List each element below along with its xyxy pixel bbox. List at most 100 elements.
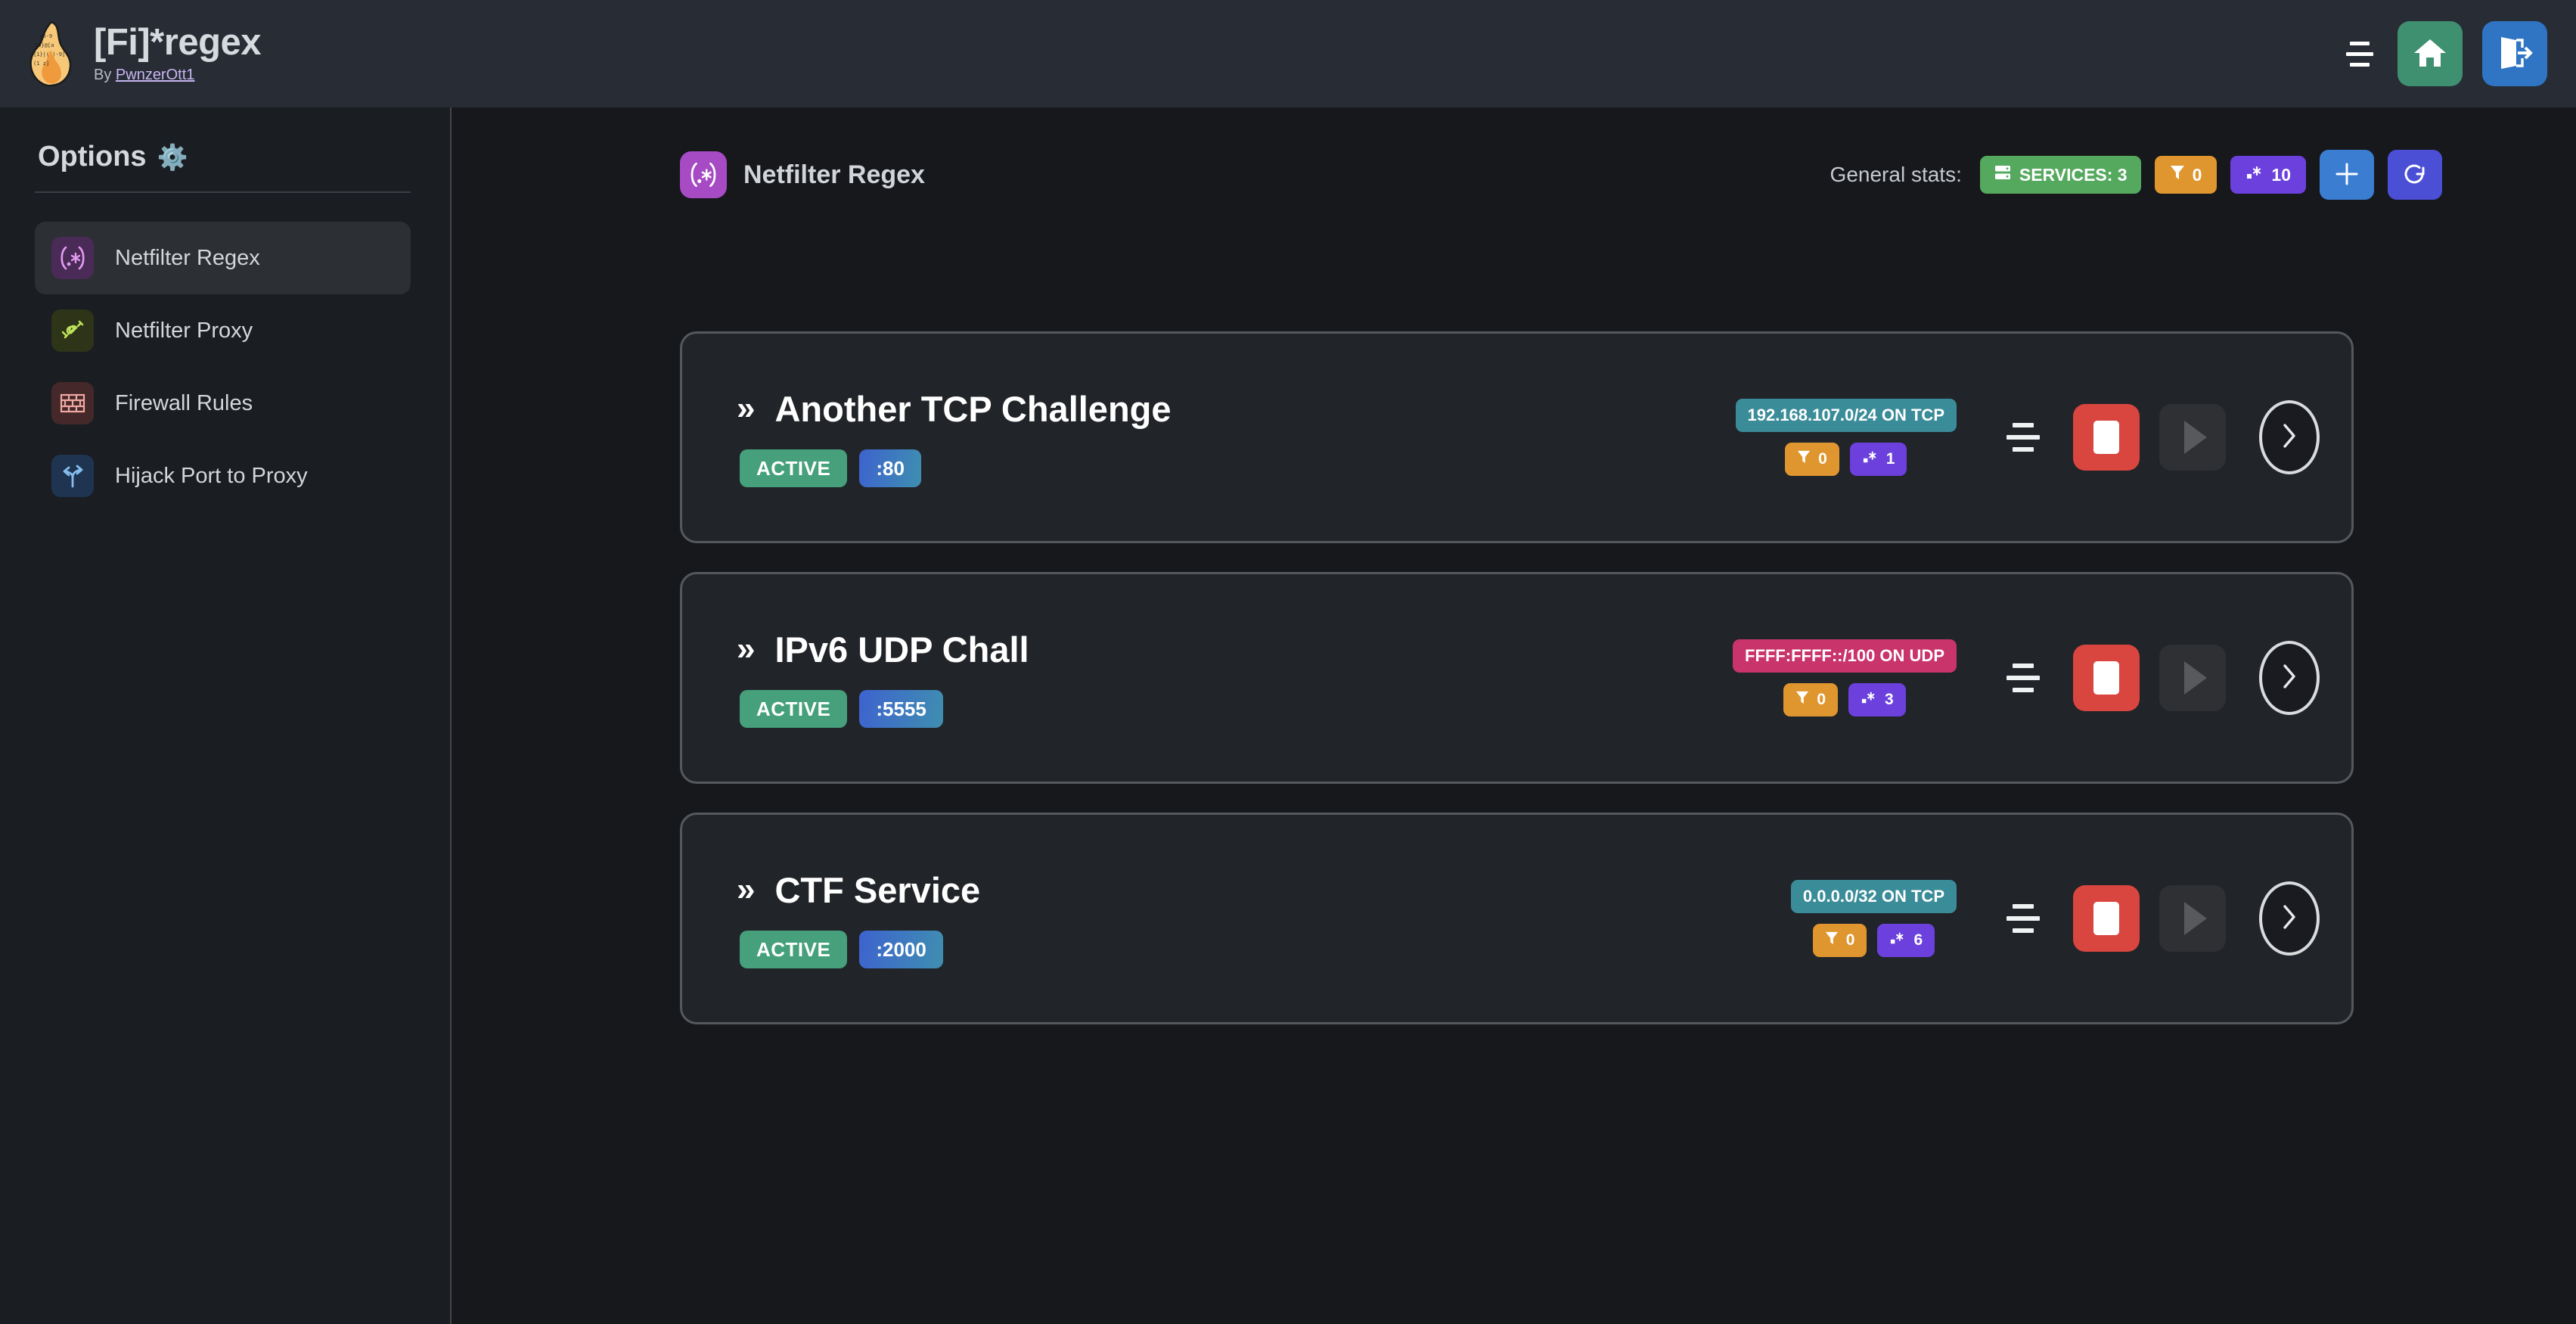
drag-handle-icon[interactable] bbox=[2002, 654, 2044, 701]
app-header: -z0-9 20}@[a {1}|( )-9] (1 z] [Fi]*regex… bbox=[0, 0, 2576, 107]
stop-icon bbox=[2093, 421, 2119, 454]
add-service-button[interactable] bbox=[2320, 150, 2374, 200]
service-controls: FFFF:FFFF::/100 ON UDP 0 bbox=[1733, 639, 2320, 716]
status-badge-filters: 0 bbox=[1785, 443, 1839, 476]
sidebar: Options ⚙️ Netfilter Regex bbox=[0, 107, 452, 1324]
play-icon bbox=[2184, 421, 2207, 454]
sidebar-item-label: Hijack Port to Proxy bbox=[115, 463, 308, 488]
sidebar-divider bbox=[35, 191, 411, 193]
network-counters: 0 6 bbox=[1812, 924, 1935, 957]
service-card[interactable]: » Another TCP Challenge ACTIVE :80 192.1… bbox=[680, 331, 2354, 543]
network-counters: 0 1 bbox=[1785, 443, 1907, 476]
sidebar-item-firewall-rules[interactable]: Firewall Rules bbox=[35, 367, 411, 440]
author-link[interactable]: PwnzerOtt1 bbox=[115, 67, 195, 84]
network-badge: FFFF:FFFF::/100 ON UDP bbox=[1733, 639, 1957, 673]
flame-regex-logo-icon: -z0-9 20}@[a {1}|( )-9] (1 z] bbox=[26, 21, 74, 86]
status-badge-filters: 0 bbox=[2154, 156, 2218, 194]
service-name: Another TCP Challenge bbox=[774, 388, 1172, 429]
brand-text: [Fi]*regex By PwnzerOtt1 bbox=[94, 21, 262, 84]
play-button bbox=[2159, 404, 2226, 471]
stop-button[interactable] bbox=[2073, 885, 2140, 952]
chevron-double-right-icon: » bbox=[737, 871, 756, 908]
stop-icon bbox=[2093, 661, 2119, 695]
hamburger-menu-icon[interactable] bbox=[2342, 38, 2378, 70]
regex-icon bbox=[680, 151, 727, 198]
service-info: » IPv6 UDP Chall ACTIVE :5555 bbox=[737, 629, 1029, 728]
port-badge: :80 bbox=[859, 449, 921, 487]
filter-icon bbox=[1797, 449, 1811, 469]
brand: -z0-9 20}@[a {1}|( )-9] (1 z] [Fi]*regex… bbox=[26, 21, 262, 86]
sidebar-item-hijack-port-to-proxy[interactable]: Hijack Port to Proxy bbox=[35, 440, 411, 512]
network-info: FFFF:FFFF::/100 ON UDP 0 bbox=[1733, 639, 1957, 716]
expand-service-button[interactable] bbox=[2259, 881, 2320, 956]
filter-count: 0 bbox=[1818, 450, 1827, 468]
service-name: CTF Service bbox=[774, 869, 981, 910]
status-badge-regexes: 6 bbox=[1877, 924, 1935, 957]
drag-handle-icon[interactable] bbox=[2002, 414, 2044, 461]
service-controls: 0.0.0.0/32 ON TCP 0 bbox=[1790, 880, 2320, 957]
header-actions bbox=[2342, 21, 2547, 86]
chevron-right-icon bbox=[2280, 661, 2299, 695]
refresh-button[interactable] bbox=[2388, 150, 2442, 200]
port-badge: :5555 bbox=[859, 689, 943, 728]
sidebar-item-label: Netfilter Proxy bbox=[115, 318, 253, 343]
service-card[interactable]: » IPv6 UDP Chall ACTIVE :5555 FFFF:FFFF:… bbox=[680, 572, 2354, 784]
service-name-row: » CTF Service bbox=[737, 869, 980, 911]
svg-text:(1 z]: (1 z] bbox=[33, 61, 49, 67]
regex-dot-star-icon bbox=[2245, 164, 2264, 185]
page-title: Netfilter Regex bbox=[743, 160, 925, 189]
sidebar-heading-label: Options bbox=[38, 141, 147, 172]
service-badges: ACTIVE :5555 bbox=[737, 689, 1029, 728]
chevron-double-right-icon: » bbox=[737, 390, 756, 427]
regex-dot-star-icon bbox=[1889, 931, 1906, 950]
status-badge: ACTIVE bbox=[740, 449, 848, 487]
page-title-wrap: Netfilter Regex bbox=[680, 151, 925, 198]
expand-service-button[interactable] bbox=[2259, 400, 2320, 474]
app-title: [Fi]*regex bbox=[94, 21, 262, 63]
service-card[interactable]: » CTF Service ACTIVE :2000 0.0.0.0/32 ON… bbox=[680, 813, 2354, 1024]
services-count-label: SERVICES: 3 bbox=[2019, 164, 2128, 185]
chevron-right-icon bbox=[2280, 902, 2299, 936]
play-button bbox=[2159, 645, 2226, 711]
stop-button[interactable] bbox=[2073, 404, 2140, 471]
status-badge-filters: 0 bbox=[1812, 924, 1867, 957]
filter-count: 0 bbox=[1817, 691, 1826, 708]
network-badge: 0.0.0.0/32 ON TCP bbox=[1790, 880, 1957, 913]
main-topbar: Netfilter Regex General stats: SERVICES:… bbox=[680, 150, 2442, 200]
app-author-line: By PwnzerOtt1 bbox=[94, 67, 261, 84]
brick-wall-icon bbox=[51, 382, 94, 424]
filter-icon bbox=[1795, 690, 1809, 710]
by-prefix: By bbox=[94, 67, 116, 84]
stop-button[interactable] bbox=[2073, 645, 2140, 711]
service-badges: ACTIVE :2000 bbox=[737, 930, 980, 968]
refresh-icon bbox=[2402, 161, 2428, 189]
sidebar-nav: Netfilter Regex Netfilter Proxy bbox=[35, 222, 411, 512]
chevron-double-right-icon: » bbox=[737, 630, 756, 667]
service-badges: ACTIVE :80 bbox=[737, 449, 1172, 487]
svg-text:-z0-9: -z0-9 bbox=[36, 33, 52, 39]
network-info: 0.0.0.0/32 ON TCP 0 bbox=[1790, 880, 1957, 957]
port-badge: :2000 bbox=[859, 930, 943, 968]
expand-service-button[interactable] bbox=[2259, 641, 2320, 715]
plug-connect-icon bbox=[51, 309, 94, 352]
stop-icon bbox=[2093, 902, 2119, 935]
server-icon bbox=[1994, 164, 2012, 185]
status-badge-regexes: 1 bbox=[1849, 443, 1907, 476]
home-button[interactable] bbox=[2398, 21, 2463, 86]
svg-text:{1}|( )-9]: {1}|( )-9] bbox=[33, 51, 65, 57]
network-counters: 0 3 bbox=[1783, 683, 1906, 716]
sidebar-item-label: Firewall Rules bbox=[115, 390, 253, 415]
status-badge: ACTIVE bbox=[740, 689, 848, 728]
filter-count: 0 bbox=[1845, 931, 1855, 949]
service-list: » Another TCP Challenge ACTIVE :80 192.1… bbox=[680, 331, 2354, 1024]
main-content: Netfilter Regex General stats: SERVICES:… bbox=[453, 107, 2576, 1324]
sidebar-item-netfilter-proxy[interactable]: Netfilter Proxy bbox=[35, 294, 411, 367]
service-info: » Another TCP Challenge ACTIVE :80 bbox=[737, 388, 1172, 487]
logout-button[interactable] bbox=[2482, 21, 2547, 86]
drag-handle-icon[interactable] bbox=[2002, 895, 2044, 942]
service-name-row: » IPv6 UDP Chall bbox=[737, 629, 1029, 670]
status-badge-services: SERVICES: 3 bbox=[1979, 156, 2141, 194]
regex-dot-star-icon bbox=[1861, 690, 1877, 710]
filter-icon bbox=[1825, 931, 1839, 950]
sidebar-item-netfilter-regex[interactable]: Netfilter Regex bbox=[35, 222, 411, 294]
